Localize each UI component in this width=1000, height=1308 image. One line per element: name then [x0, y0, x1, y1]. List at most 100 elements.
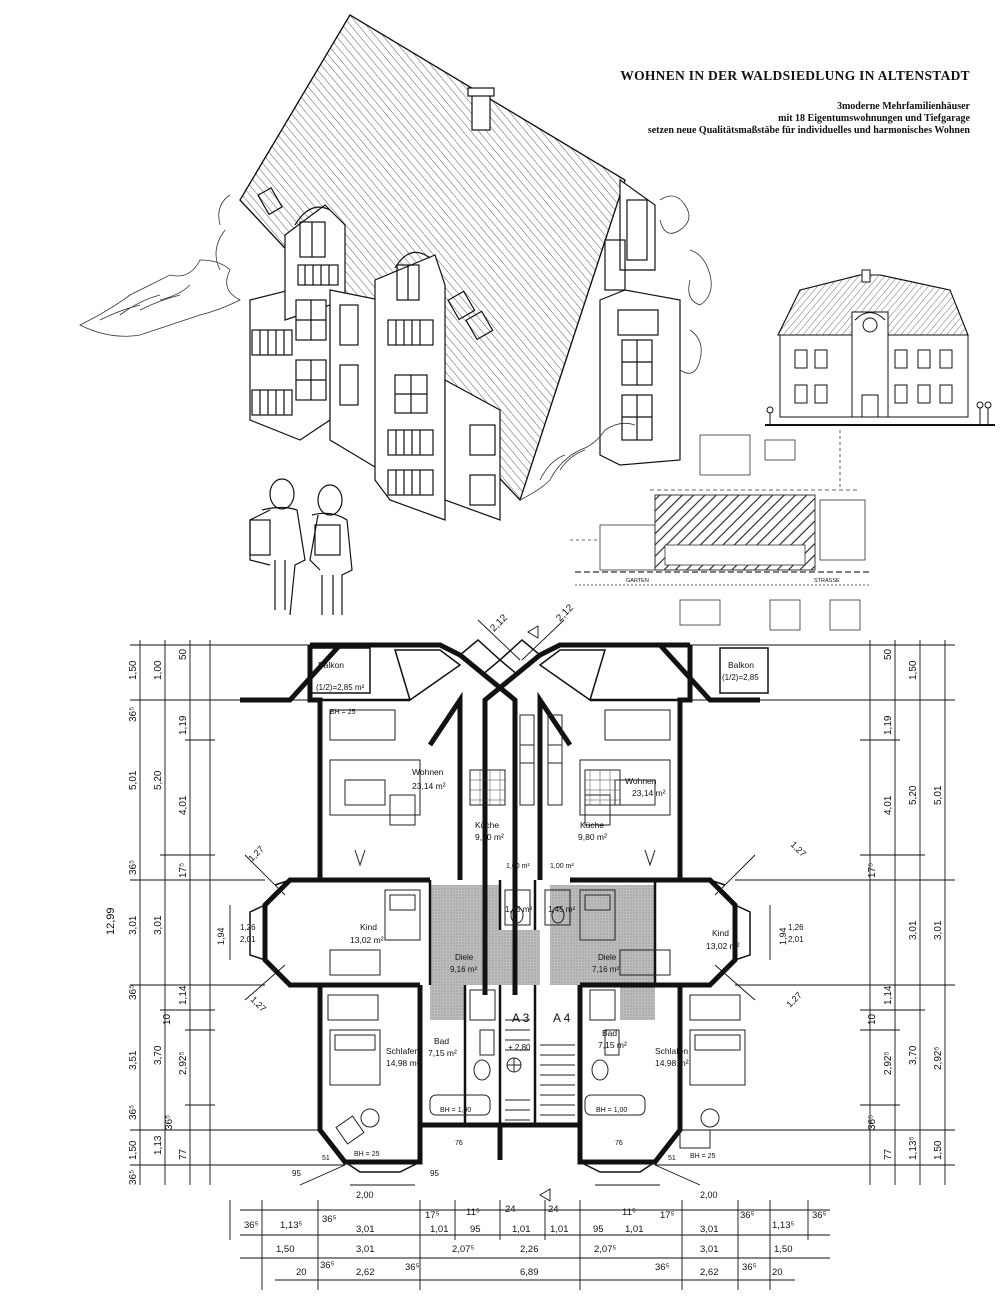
dim-left-small-2: 36⁵	[128, 860, 139, 875]
dim-b2-6: 95	[593, 1224, 604, 1235]
dim-left-inner-3: 4,01	[178, 795, 189, 815]
room-name-living-left: Wohnen	[412, 767, 444, 777]
dim-left-inner-9: 77	[178, 1148, 189, 1160]
dim-b2-2: 1,01	[430, 1224, 449, 1235]
room-name-balcony-left: Balkon	[318, 660, 344, 670]
dim-side-3: 1,26	[240, 923, 256, 932]
dim-left-inner-6: 10	[162, 1013, 173, 1025]
dim-side-right-5: 1,27	[784, 990, 803, 1009]
dim-side-right-2: 1,94	[778, 927, 788, 945]
dim-left-small-4: 36⁵	[128, 1105, 139, 1120]
room-name-child-right: Kind	[712, 928, 729, 938]
house-perspective-sketch	[239, 14, 681, 521]
dim-left-mid-5: 1,13	[153, 1135, 164, 1155]
people-figures	[249, 478, 353, 616]
dim-right-outer-4: 1,50	[933, 1140, 944, 1160]
dim-right-inner-3: 4,01	[883, 795, 894, 815]
dim-b3-5: 2,07⁵	[594, 1244, 616, 1255]
site-label-garden: GARTEN	[626, 578, 649, 584]
dim-left-inner-2: 1,19	[178, 715, 189, 735]
room-name-bath-left: Bad	[434, 1036, 449, 1046]
dim-right-inner-2: 1,19	[883, 715, 894, 735]
dim-right-inner-5: 1,14	[883, 985, 894, 1005]
dim-left-total: 12,99	[105, 907, 117, 935]
floor-plan	[130, 619, 955, 1290]
dim-left-inner-8: 36⁵	[164, 1115, 175, 1130]
shaft-area-right: 1,00 m²	[550, 863, 574, 870]
room-area-living-right: 23,14 m²	[632, 788, 666, 798]
dim-bay-right: 2,00	[700, 1190, 718, 1200]
dim-b1-9: 17⁵	[660, 1210, 675, 1221]
stair-height-label: + 2,80	[508, 1043, 531, 1052]
right-dimension-labels: 5,01 3,01 2,92⁵ 1,50 1,50 5,20 3,01 3,70…	[867, 648, 944, 1160]
left-dimension-labels: 1,50 5,01 3,01 3,51 1,50 12,99 1,00 5,20…	[105, 648, 189, 1185]
bh-label-bedroom-right: BH = 25	[690, 1153, 716, 1160]
dim-left-mid-3: 3,01	[153, 915, 164, 935]
room-name-bedroom-right: Schlafen	[655, 1046, 688, 1056]
dim-left-outer-2: 5,01	[128, 770, 139, 790]
front-elevation-drawing	[765, 269, 995, 426]
dim-b4-3: 2,62	[356, 1267, 375, 1278]
dim-right-inner-6: 10	[867, 1013, 878, 1025]
dim-left-inner-5: 1,14	[178, 985, 189, 1005]
room-area-kitchen-right: 9,80 m²	[578, 832, 607, 842]
dim-b1-1: 36⁵	[244, 1220, 259, 1231]
dim-left-inner-1: 50	[178, 648, 189, 660]
dim-side-4: 2,01	[240, 935, 256, 944]
dim-b1-6: 24	[505, 1204, 516, 1215]
room-name-child-left: Kind	[360, 922, 377, 932]
subtitle-line-3: setzen neue Qualitätsmaßstäbe für indivi…	[647, 125, 970, 136]
room-area-balcony-left: (1/2)=2,85 m²	[316, 683, 365, 692]
dim-b3-2: 3,01	[356, 1244, 375, 1255]
dim-b1-11: 1,13⁵	[772, 1220, 794, 1231]
dim-side-right-3: 1,26	[788, 923, 804, 932]
room-name-bedroom-left: Schlafen	[386, 1046, 419, 1056]
dim-left-inner-7: 2,92⁵	[178, 1051, 189, 1075]
room-name-hall-right: Diele	[598, 953, 617, 962]
dim-b1-2: 1,13⁵	[280, 1220, 302, 1231]
dim-b4-9: 20	[772, 1267, 783, 1278]
room-name-kitchen-right: Küche	[580, 820, 604, 830]
room-name-balcony-right: Balkon	[728, 660, 754, 670]
dim-left-outer-4: 3,51	[128, 1050, 139, 1070]
bottom-dimension-row-1: 36⁵ 1,13⁵ 36⁵ 17⁵ 11⁵ 24 24 11⁵ 17⁵ 36⁵ …	[244, 1204, 827, 1231]
dim-small-1: 95	[292, 1169, 301, 1178]
dim-left-small-3: 36⁵	[128, 985, 139, 1000]
room-name-hall-left: Diele	[455, 953, 474, 962]
dim-side-right-1: 1,27	[789, 839, 808, 858]
dim-left-mid-4: 3,70	[153, 1045, 164, 1065]
dim-b1-3: 36⁵	[322, 1214, 337, 1225]
dim-b2-3: 95	[470, 1224, 481, 1235]
room-area-child-right: 13,02 m²	[706, 941, 740, 951]
dim-b1-5: 11⁵	[466, 1207, 480, 1218]
wall-outline-left-main	[262, 645, 503, 1165]
misc-plan-labels: 1,45 m² 1,45 m² 1,00 m² 1,00 m² A 3 A 4 …	[330, 709, 716, 1160]
dim-b2-7: 1,01	[625, 1224, 644, 1235]
dim-b1-10: 36⁵	[740, 1210, 755, 1221]
room-area-bedroom-left: 14,98 m²	[386, 1058, 420, 1068]
room-area-balcony-right: (1/2)=2,85	[722, 673, 759, 682]
dim-small-6: 51	[668, 1155, 676, 1162]
dim-right-mid-3: 3,01	[908, 920, 919, 940]
subtitle-line-2: mit 18 Eigentumswohnungen und Tiefgarage	[778, 113, 970, 124]
apartment-label-a4: A 4	[553, 1011, 571, 1025]
dim-side-1: 1,27	[246, 844, 265, 863]
dim-b3-3: 2,07⁵	[452, 1244, 474, 1255]
room-labels-left: Balkon (1/2)=2,85 m² Wohnen 23,14 m² Küc…	[316, 660, 504, 1068]
room-area-bath-right: 7,15 m²	[598, 1040, 627, 1050]
dim-bay-left: 2,00	[356, 1190, 374, 1200]
dim-right-inner-1: 50	[883, 648, 894, 660]
dim-small-4: 76	[615, 1140, 623, 1147]
dim-b1-8: 11⁵	[622, 1207, 636, 1218]
dim-left-outer-1: 1,50	[128, 660, 139, 680]
dim-right-inner-7: 2,92⁵	[883, 1051, 894, 1075]
bottom-dimension-row-4: 20 36⁵ 2,62 36⁵ 6,89 36⁵ 2,62 36⁵ 20	[296, 1260, 783, 1278]
dim-left-outer-3: 3,01	[128, 915, 139, 935]
dim-right-outer-2: 3,01	[933, 920, 944, 940]
room-name-living-right: Wohnen	[625, 776, 657, 786]
site-plan-drawing	[570, 430, 870, 631]
dim-left-inner-4: 17⁵	[178, 863, 189, 878]
dim-b3-7: 1,50	[774, 1244, 793, 1255]
dim-b4-1: 20	[296, 1267, 307, 1278]
